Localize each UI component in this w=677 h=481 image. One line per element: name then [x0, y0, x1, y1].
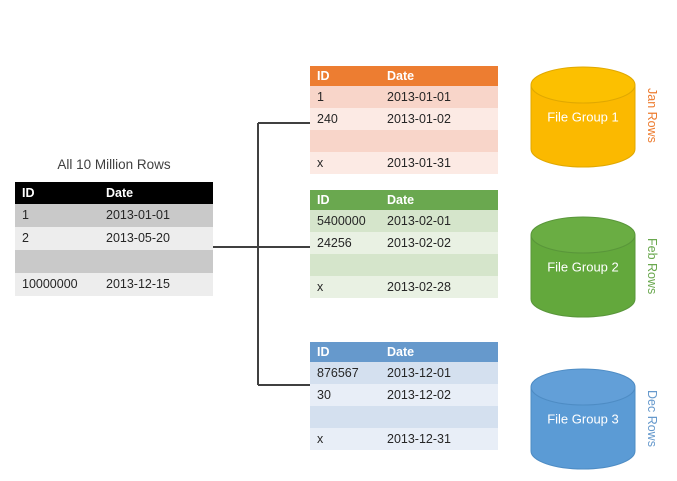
- table-row: x 2013-02-28: [310, 276, 498, 298]
- cell-date: [380, 406, 498, 428]
- cell-id: [310, 130, 380, 152]
- table-row: 1 2013-01-01: [15, 204, 213, 227]
- source-table-title: All 10 Million Rows: [57, 157, 171, 172]
- feb-rows-side-label: Feb Rows: [645, 238, 659, 295]
- cell-date: 2013-01-01: [99, 204, 213, 227]
- cell-id: 1: [310, 86, 380, 108]
- table-row-ellipsis: [310, 130, 498, 152]
- table-row: 2 2013-05-20: [15, 227, 213, 250]
- column-header-id: ID: [310, 190, 380, 210]
- table-row-ellipsis: [310, 254, 498, 276]
- table-row-ellipsis: [15, 250, 213, 273]
- cell-id: 876567: [310, 362, 380, 384]
- file-group-1-cylinder: File Group 1: [530, 66, 636, 168]
- cell-date: 2013-02-01: [380, 210, 498, 232]
- column-header-date: Date: [380, 66, 498, 86]
- table-row: 1 2013-01-01: [310, 86, 498, 108]
- table-row: 10000000 2013-12-15: [15, 273, 213, 296]
- column-header-date: Date: [380, 190, 498, 210]
- cell-date: 2013-01-31: [380, 152, 498, 174]
- cell-id: 5400000: [310, 210, 380, 232]
- jan-partition-table: ID Date 1 2013-01-01 240 2013-01-02 x 20…: [310, 66, 498, 174]
- cell-date: 2013-12-01: [380, 362, 498, 384]
- dec-partition-table: ID Date 876567 2013-12-01 30 2013-12-02 …: [310, 342, 498, 450]
- cell-date: 2013-12-02: [380, 384, 498, 406]
- column-header-id: ID: [310, 342, 380, 362]
- database-cylinder-icon: [530, 216, 636, 318]
- cell-date: [380, 130, 498, 152]
- cell-date: 2013-02-02: [380, 232, 498, 254]
- cell-id: 10000000: [15, 273, 99, 296]
- cell-id: 240: [310, 108, 380, 130]
- cell-date: 2013-12-31: [380, 428, 498, 450]
- column-header-id: ID: [15, 182, 99, 204]
- table-row: 240 2013-01-02: [310, 108, 498, 130]
- column-header-date: Date: [380, 342, 498, 362]
- table-header-row: ID Date: [310, 66, 498, 86]
- cell-id: 2: [15, 227, 99, 250]
- cell-date: [380, 254, 498, 276]
- table-header-row: ID Date: [310, 190, 498, 210]
- cell-date: 2013-01-01: [380, 86, 498, 108]
- table-row: 876567 2013-12-01: [310, 362, 498, 384]
- file-group-2-cylinder: File Group 2: [530, 216, 636, 318]
- cell-id: 1: [15, 204, 99, 227]
- table-row: 30 2013-12-02: [310, 384, 498, 406]
- dec-rows-side-label: Dec Rows: [645, 390, 659, 447]
- column-header-id: ID: [310, 66, 380, 86]
- cell-date: 2013-05-20: [99, 227, 213, 250]
- all-rows-table: ID Date 1 2013-01-01 2 2013-05-20 100000…: [15, 182, 213, 296]
- table-row: x 2013-01-31: [310, 152, 498, 174]
- cell-date: 2013-02-28: [380, 276, 498, 298]
- database-cylinder-icon: [530, 368, 636, 470]
- cell-date: 2013-01-02: [380, 108, 498, 130]
- cell-id: [310, 406, 380, 428]
- cell-date: [99, 250, 213, 273]
- table-row: 24256 2013-02-02: [310, 232, 498, 254]
- table-header-row: ID Date: [310, 342, 498, 362]
- table-row: x 2013-12-31: [310, 428, 498, 450]
- cell-id: x: [310, 276, 380, 298]
- table-row-ellipsis: [310, 406, 498, 428]
- cell-id: 24256: [310, 232, 380, 254]
- column-header-date: Date: [99, 182, 213, 204]
- cell-date: 2013-12-15: [99, 273, 213, 296]
- jan-rows-side-label: Jan Rows: [645, 88, 659, 143]
- feb-partition-table: ID Date 5400000 2013-02-01 24256 2013-02…: [310, 190, 498, 298]
- cell-id: x: [310, 428, 380, 450]
- cell-id: x: [310, 152, 380, 174]
- table-row: 5400000 2013-02-01: [310, 210, 498, 232]
- cell-id: [15, 250, 99, 273]
- table-header-row: ID Date: [15, 182, 213, 204]
- file-group-3-cylinder: File Group 3: [530, 368, 636, 470]
- cell-id: [310, 254, 380, 276]
- database-cylinder-icon: [530, 66, 636, 168]
- cell-id: 30: [310, 384, 380, 406]
